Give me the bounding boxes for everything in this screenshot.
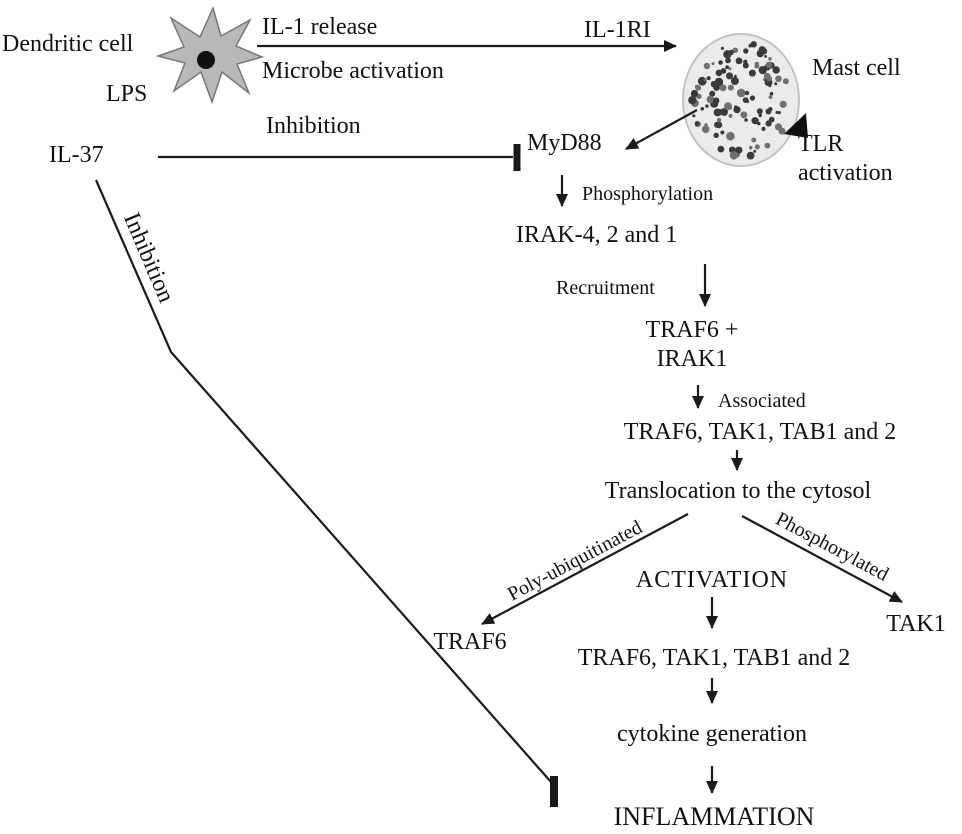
tlr-activation-line1: TLR [798,131,844,157]
il37-inflammation-inhibition-line [94,179,552,783]
tak1-label: TAK1 [886,611,946,637]
il37-label: IL-37 [49,142,104,168]
mast-cell-label: Mast cell [812,55,901,81]
traf6-irak1-label: TRAF6 + IRAK1 [646,316,739,375]
mast-to-myd88-arrow [625,109,698,150]
complex2-label: TRAF6, TAK1, TAB1 and 2 [577,645,851,671]
il1ri-label: IL-1RI [584,17,651,43]
traf6-label: TRAF6 [433,629,507,655]
tlr-arrowhead-icon [784,113,808,138]
inflammation-label: INFLAMMATION [613,802,815,831]
activation-label: ACTIVATION [635,567,789,593]
complex1-label: TRAF6, TAK1, TAB1 and 2 [623,419,897,445]
phosphorylation-label: Phosphorylation [582,183,714,205]
cytokine-generation-label: cytokine generation [617,721,807,747]
recruitment-label: Recruitment [556,277,655,299]
phosphorylated-arrow [741,515,903,603]
tlr-activation-line2: activation [798,160,893,187]
traf6-irak1-line1: TRAF6 + [645,317,739,343]
il1-release-label: IL-1 release [262,14,378,40]
dendritic-cell-label: Dendritic cell [2,31,134,57]
irak-label: IRAK-4, 2 and 1 [516,222,678,248]
mast-cell-icon [682,33,800,167]
poly-ubiquitinated-arrow [481,513,689,625]
tlr-activation-label: TLR activation [798,130,893,189]
inhibition-top-label: Inhibition [266,113,361,139]
dendritic-cell-icon [155,5,265,105]
myd88-label: MyD88 [527,130,602,156]
lps-label: LPS [106,81,148,107]
traf6-irak1-line2: IRAK1 [656,346,728,373]
associated-label: Associated [718,390,806,412]
microbe-activation-label: Microbe activation [262,58,444,84]
translocation-label: Translocation to the cytosol [604,478,872,504]
